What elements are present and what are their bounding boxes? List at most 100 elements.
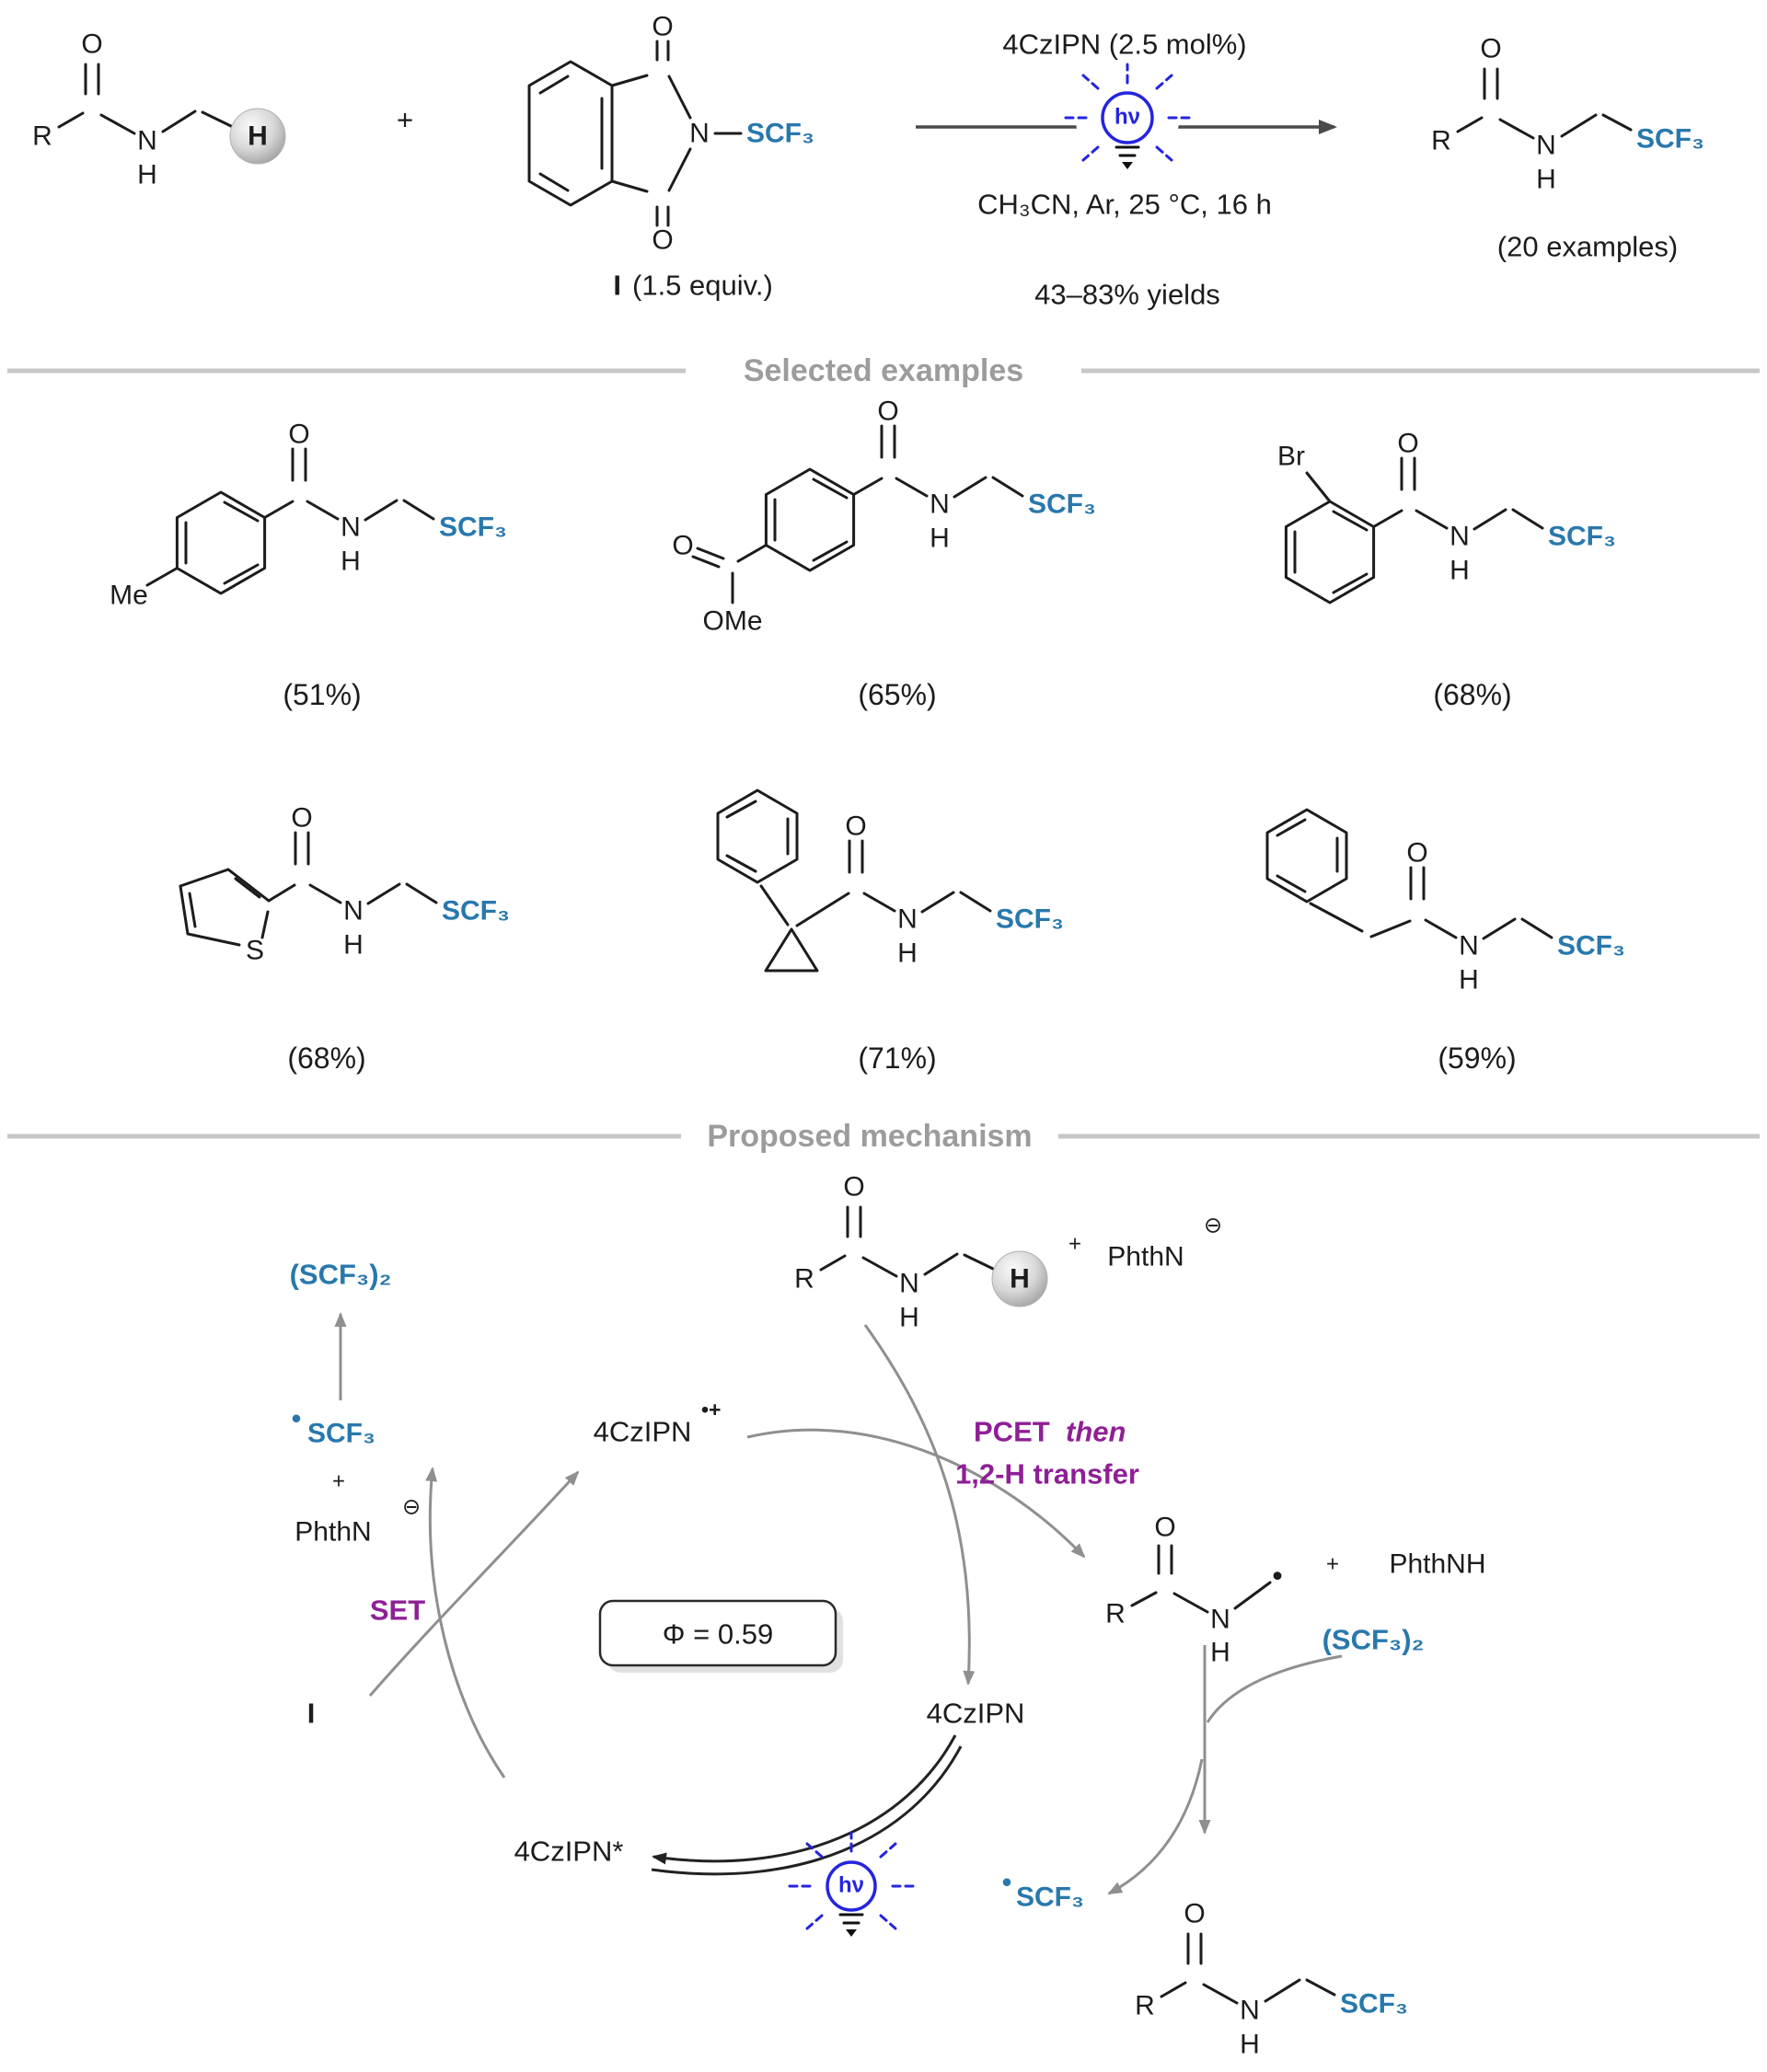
amide-tail: O N H SCF₃	[877, 397, 1096, 554]
sphere-h-label: H	[1010, 1264, 1030, 1295]
phenyl-ring-inner	[1276, 818, 1339, 893]
arrow-substrate-to-4czipn	[863, 1324, 976, 1686]
conditions-label: CH₃CN, Ar, 25 °C, 16 h	[977, 189, 1272, 221]
carbonyl-double-bond	[1400, 456, 1416, 491]
bonds	[1160, 1978, 1336, 2005]
yield-label-6: (59%)	[1438, 1042, 1516, 1075]
mechanism-diagram: O R N H H + PhthN ⊖ (SCF₃)₂ • SCF₃ + Pht…	[290, 1172, 1486, 2060]
phenyl-bond	[759, 884, 790, 927]
atom-label-H: H	[1536, 165, 1556, 195]
atom-label-H: H	[1449, 556, 1470, 586]
radical-dot: •	[1273, 1560, 1283, 1592]
atom-label-R: R	[1431, 126, 1451, 156]
yield-label-4: (68%)	[287, 1042, 365, 1075]
reagent-id-label: I	[613, 270, 621, 302]
plus-sign: +	[1068, 1232, 1081, 1257]
scf3-radical-label: SCF₃	[307, 1419, 375, 1449]
carbonyl-double-bond	[846, 1205, 862, 1238]
example-2-structure: O OMe O N H SCF₃	[672, 397, 1096, 637]
plus-sign: +	[1326, 1552, 1339, 1577]
scf3-label: SCF₃	[1028, 489, 1096, 520]
radical-dot: •	[292, 1404, 302, 1434]
sphere-h-label: H	[248, 121, 268, 152]
catalyst-label: 4CzIPN (2.5 mol%)	[1002, 29, 1246, 61]
atom-label-R: R	[1105, 1599, 1126, 1629]
scf3-dimer-label: (SCF₃)₂	[290, 1259, 392, 1291]
carbonyl-bond	[795, 892, 850, 927]
phthalimide-scf3-structure: O O N SCF₃ I (1.5 equiv.)	[527, 12, 814, 302]
atom-label-N: N	[689, 119, 710, 149]
carbonyl-double-bond	[1483, 67, 1499, 100]
atom-label-O: O	[877, 397, 898, 427]
mech-amide-radical-structure: O R N H •	[1105, 1513, 1282, 1668]
atom-label-N: N	[1449, 522, 1470, 552]
amide-tail: O N H SCF₃	[1397, 429, 1616, 586]
phthnh-label: PhthNH	[1389, 1549, 1485, 1580]
carbonyl-double-bond	[848, 839, 864, 874]
arrow-I-into-cycle	[368, 1470, 580, 1697]
carbonyl-double-bond	[880, 424, 896, 459]
reaction-arrow-group: hν 4CzIPN (2.5 mol%) CH₃CN, Ar, 25 °C, 1…	[916, 29, 1337, 311]
yield-label-1: (51%)	[283, 678, 361, 711]
radical-dot: •	[1002, 1868, 1012, 1898]
section-header-examples: Selected examples	[744, 353, 1023, 388]
example-3-structure: Br O N H SCF₃	[1277, 429, 1616, 604]
atom-label-R: R	[1135, 1991, 1155, 2021]
atom-label-O: O	[1184, 1899, 1205, 1929]
atom-label-N: N	[343, 896, 364, 927]
carbonyl-double-bond	[1157, 1544, 1173, 1575]
arrow-radcation-to-amide-radical	[746, 1428, 1086, 1559]
atom-label-Me: Me	[110, 581, 148, 611]
ester-bonds	[731, 544, 768, 604]
ester-double-bond	[691, 547, 725, 569]
atom-label-H: H	[930, 524, 950, 554]
bulb-glass	[1101, 91, 1154, 144]
minus-charge-icon: ⊖	[1204, 1214, 1222, 1238]
abstractable-h-sphere	[229, 108, 286, 165]
bonds	[306, 499, 435, 522]
carbonyl-double-bond	[294, 831, 310, 866]
carbonyl-double-bond	[291, 447, 307, 482]
phthalimide-anion-label: PhthN	[294, 1517, 371, 1548]
atom-label-O: O	[843, 1172, 864, 1203]
benzo-ring-inner	[538, 75, 604, 192]
h-transfer-label: 1,2-H transfer	[955, 1458, 1139, 1491]
me-bond	[145, 567, 179, 587]
atom-label-O: O	[1154, 1513, 1175, 1543]
atom-label-H: H	[1240, 2030, 1260, 2060]
benzene-ring	[764, 467, 856, 572]
atom-label-H: H	[1210, 1638, 1230, 1668]
carbonyl-double-bond	[84, 63, 100, 96]
mech-substrate-structure: O R N H H	[794, 1172, 1048, 1333]
yields-label: 43–83% yields	[1034, 279, 1220, 311]
atom-label-N: N	[1459, 931, 1479, 961]
atom-label-N: N	[899, 1269, 919, 1299]
bonds	[1415, 508, 1544, 531]
imide-double-bonds	[655, 40, 670, 227]
scf3-label: SCF₃	[1340, 1989, 1408, 2020]
example-4-structure: S O N H SCF₃	[179, 803, 510, 966]
atom-label-OMe: OMe	[702, 606, 762, 637]
atom-label-H: H	[343, 930, 364, 961]
arrow-hv-excitation-1	[652, 1734, 957, 1865]
quantum-yield-box: Φ = 0.59	[598, 1599, 843, 1673]
atom-label-H: H	[897, 938, 918, 969]
bonds	[1130, 1581, 1272, 1614]
lightbulb-icon-2: hν	[788, 1831, 915, 1937]
phenyl-ring	[716, 789, 799, 884]
hv-label: hν	[1114, 105, 1140, 130]
carbonyl-bond	[852, 477, 884, 496]
atom-label-N: N	[1240, 1996, 1260, 2026]
bulb-tip	[1122, 162, 1133, 169]
carbonyl-bond	[267, 883, 296, 903]
br-bond	[1305, 471, 1332, 503]
quantum-yield-label: Φ = 0.59	[663, 1618, 773, 1651]
minus-charge-icon: ⊖	[402, 1495, 421, 1520]
benzene-ring	[175, 490, 267, 595]
atom-label-N: N	[341, 512, 361, 543]
then-label: then	[1066, 1416, 1126, 1448]
atom-label-O: O	[1397, 429, 1418, 459]
bulb-glass	[826, 1860, 877, 1912]
phenyl-ring-inner	[725, 800, 790, 873]
